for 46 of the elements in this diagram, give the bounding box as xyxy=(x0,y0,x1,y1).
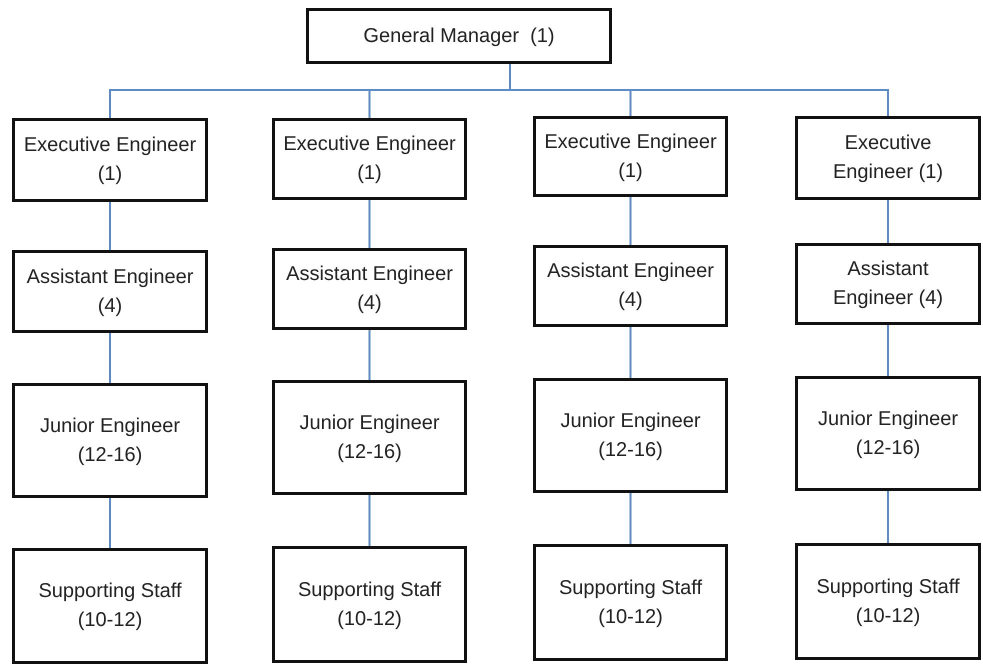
position-box xyxy=(533,544,728,661)
position-box xyxy=(795,116,981,200)
position-box xyxy=(12,118,208,202)
manager-box xyxy=(306,8,612,64)
position-box xyxy=(272,118,467,200)
position-box xyxy=(272,380,467,495)
connector-line xyxy=(368,495,370,546)
position-label: Supporting Staff (10-12) xyxy=(37,579,183,633)
position-label: General Manager (1) xyxy=(363,24,555,48)
position-box xyxy=(795,376,981,491)
position-label: Junior Engineer (12-16) xyxy=(38,414,182,468)
connector-line xyxy=(887,200,889,243)
position-label: Supporting Staff (10-12) xyxy=(815,574,961,628)
position-box xyxy=(533,116,728,197)
position-label: Junior Engineer (12-16) xyxy=(298,410,441,464)
position-box xyxy=(533,378,728,493)
connector-line xyxy=(109,202,111,250)
connector-line xyxy=(368,330,370,380)
position-label: Supporting Staff (10-12) xyxy=(296,578,442,632)
position-label: Executive Engineer (1) xyxy=(544,130,717,184)
connector-line xyxy=(109,498,111,548)
position-box xyxy=(795,243,981,325)
position-label: Executive Engineer (1) xyxy=(832,131,944,185)
position-box xyxy=(272,248,467,330)
connector-line xyxy=(630,327,632,378)
connector-line xyxy=(887,325,889,376)
position-box xyxy=(12,250,208,333)
position-label: Assistant Engineer (4) xyxy=(26,264,194,318)
position-box xyxy=(795,543,981,660)
connector-line xyxy=(630,197,632,245)
connector-line xyxy=(109,333,111,383)
connector-line xyxy=(630,493,632,544)
position-label: Junior Engineer (12-16) xyxy=(559,408,702,462)
position-box xyxy=(12,383,208,498)
connector-line xyxy=(887,491,889,543)
position-label: Supporting Staff (10-12) xyxy=(558,576,704,630)
position-label: Assistant Engineer (4) xyxy=(832,257,944,311)
position-label: Junior Engineer (12-16) xyxy=(816,406,960,460)
position-label: Assistant Engineer (4) xyxy=(546,259,715,313)
connector-line xyxy=(368,200,370,248)
position-label: Executive Engineer (1) xyxy=(283,132,456,186)
position-box xyxy=(533,245,728,327)
position-label: Executive Engineer (1) xyxy=(23,133,197,187)
position-label: Assistant Engineer (4) xyxy=(285,262,454,316)
position-box xyxy=(272,546,467,663)
position-box xyxy=(12,548,208,664)
